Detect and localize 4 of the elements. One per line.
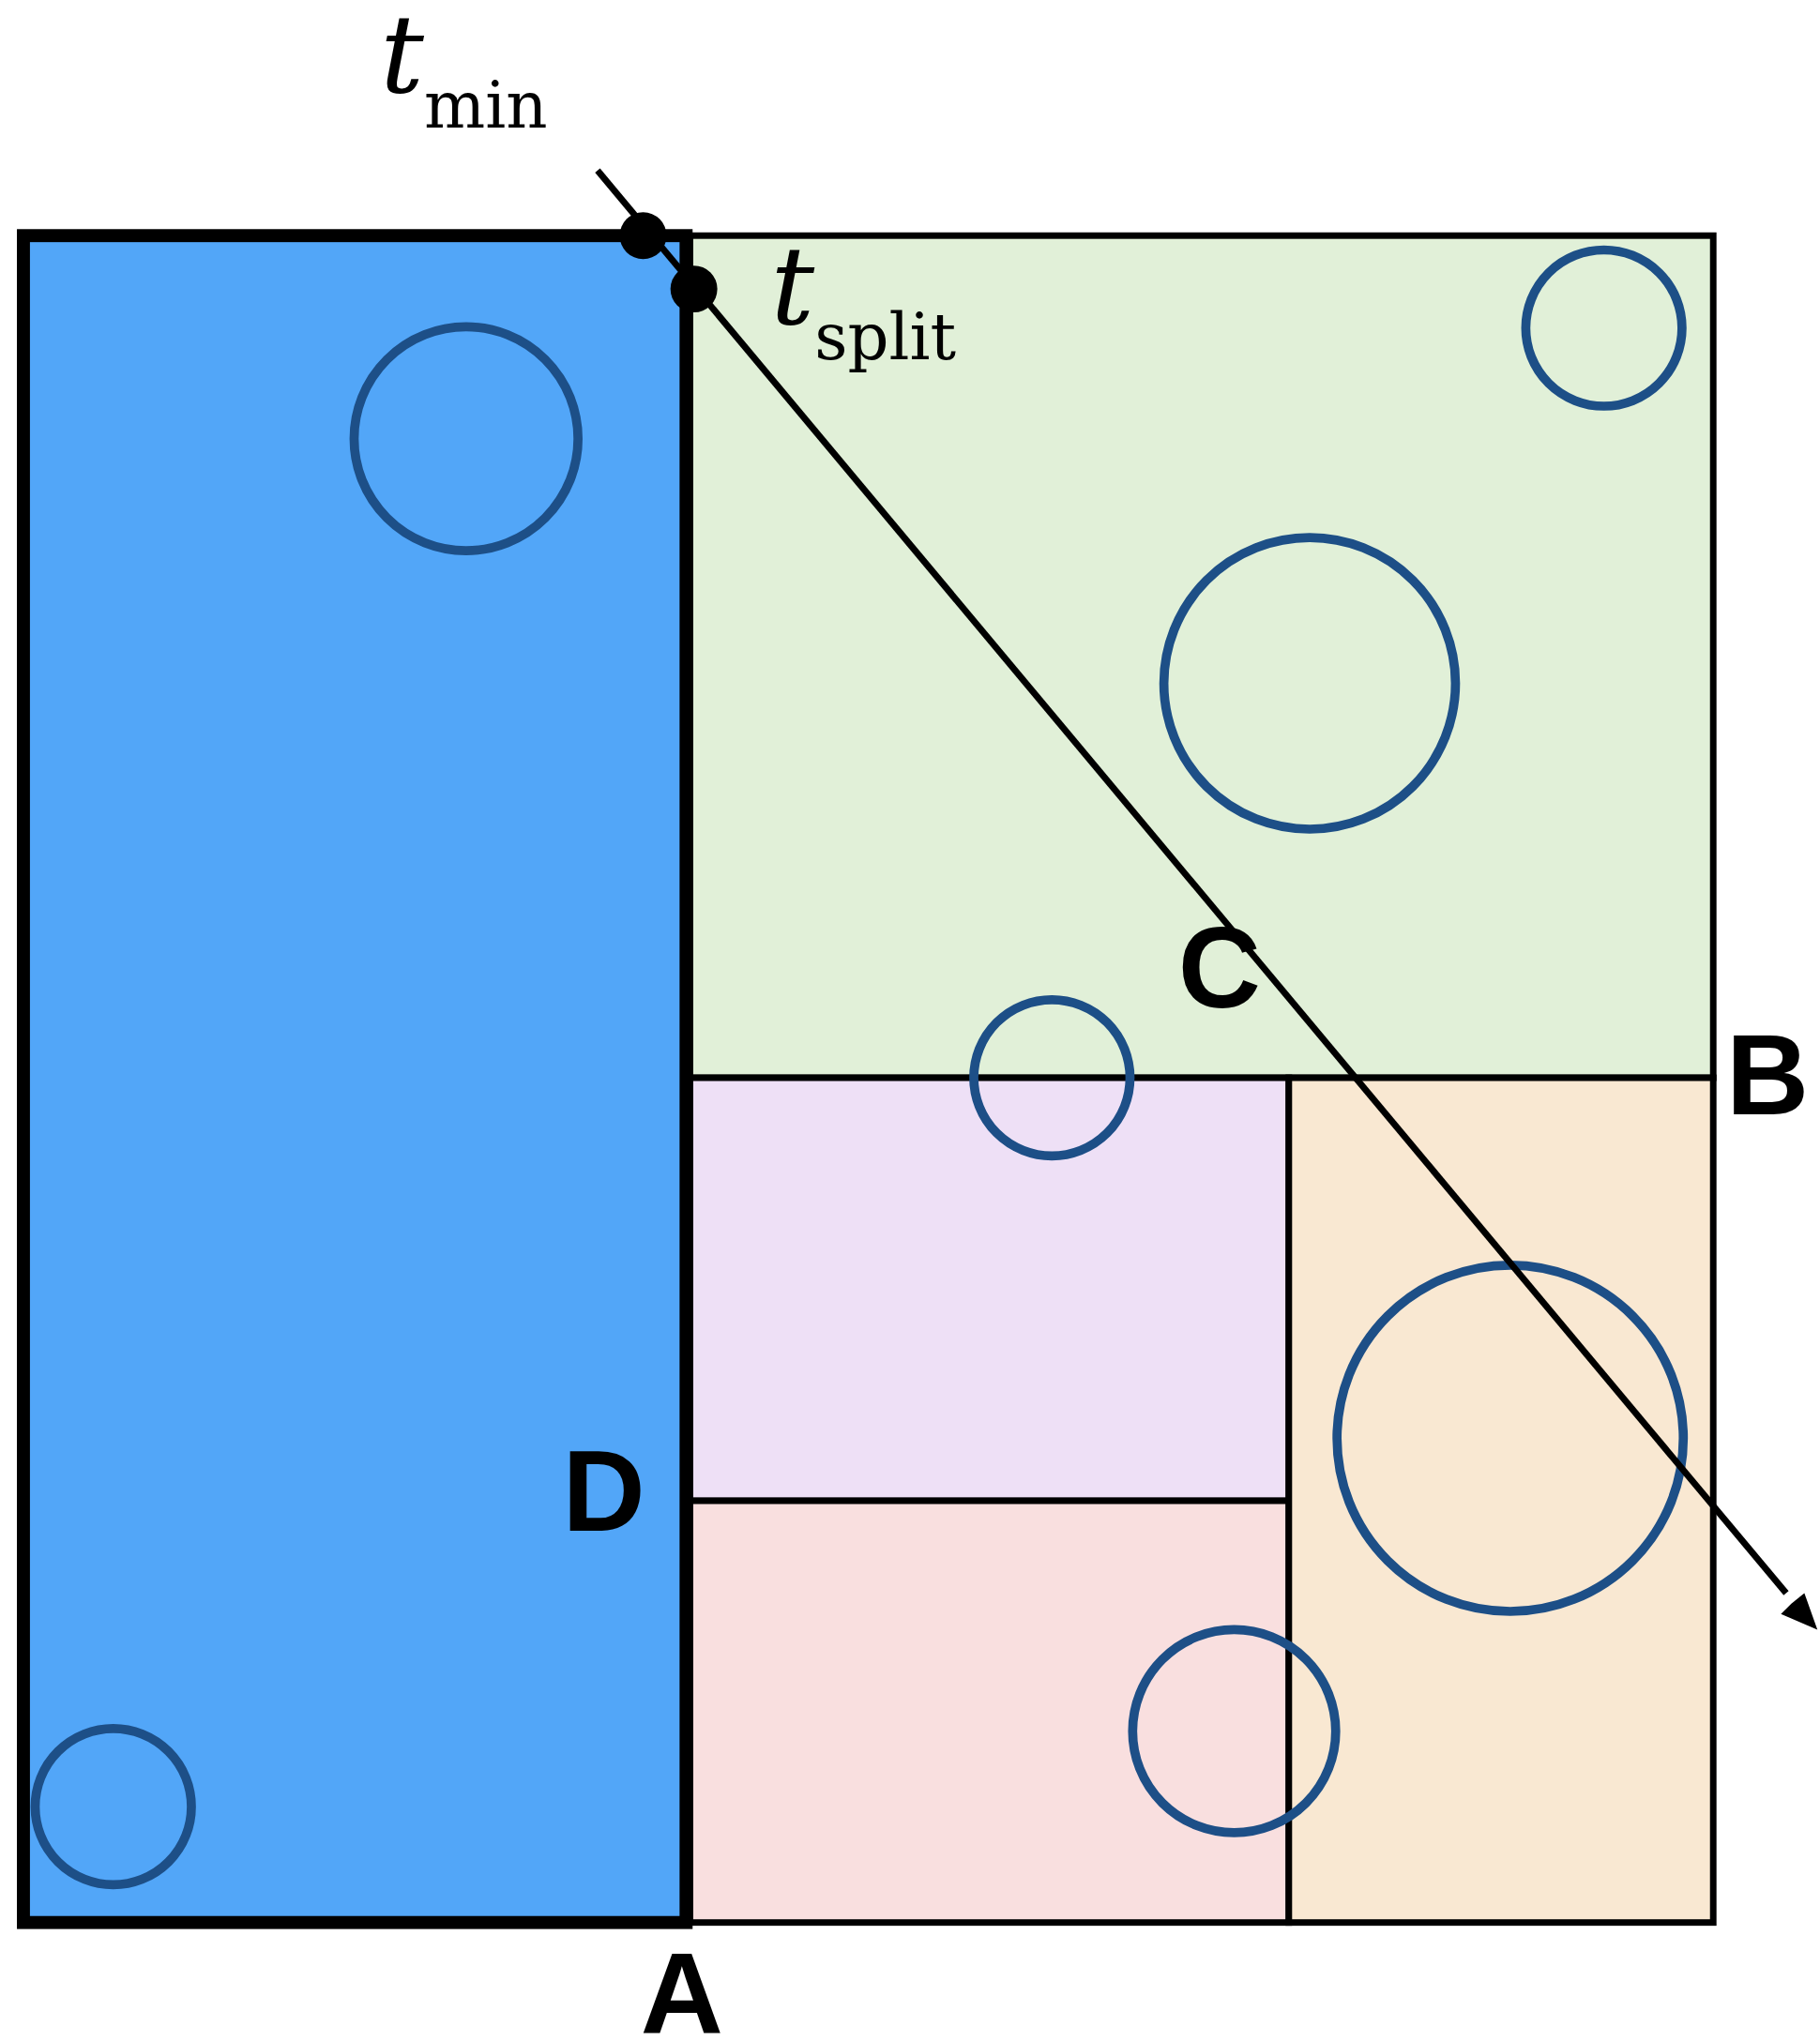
- split-plane-label: D: [562, 1434, 645, 1550]
- split-plane-label: A: [640, 1936, 723, 2041]
- parameter-label: t$_{min}$: [380, 0, 548, 138]
- split-plane-label: B: [1726, 1018, 1810, 1133]
